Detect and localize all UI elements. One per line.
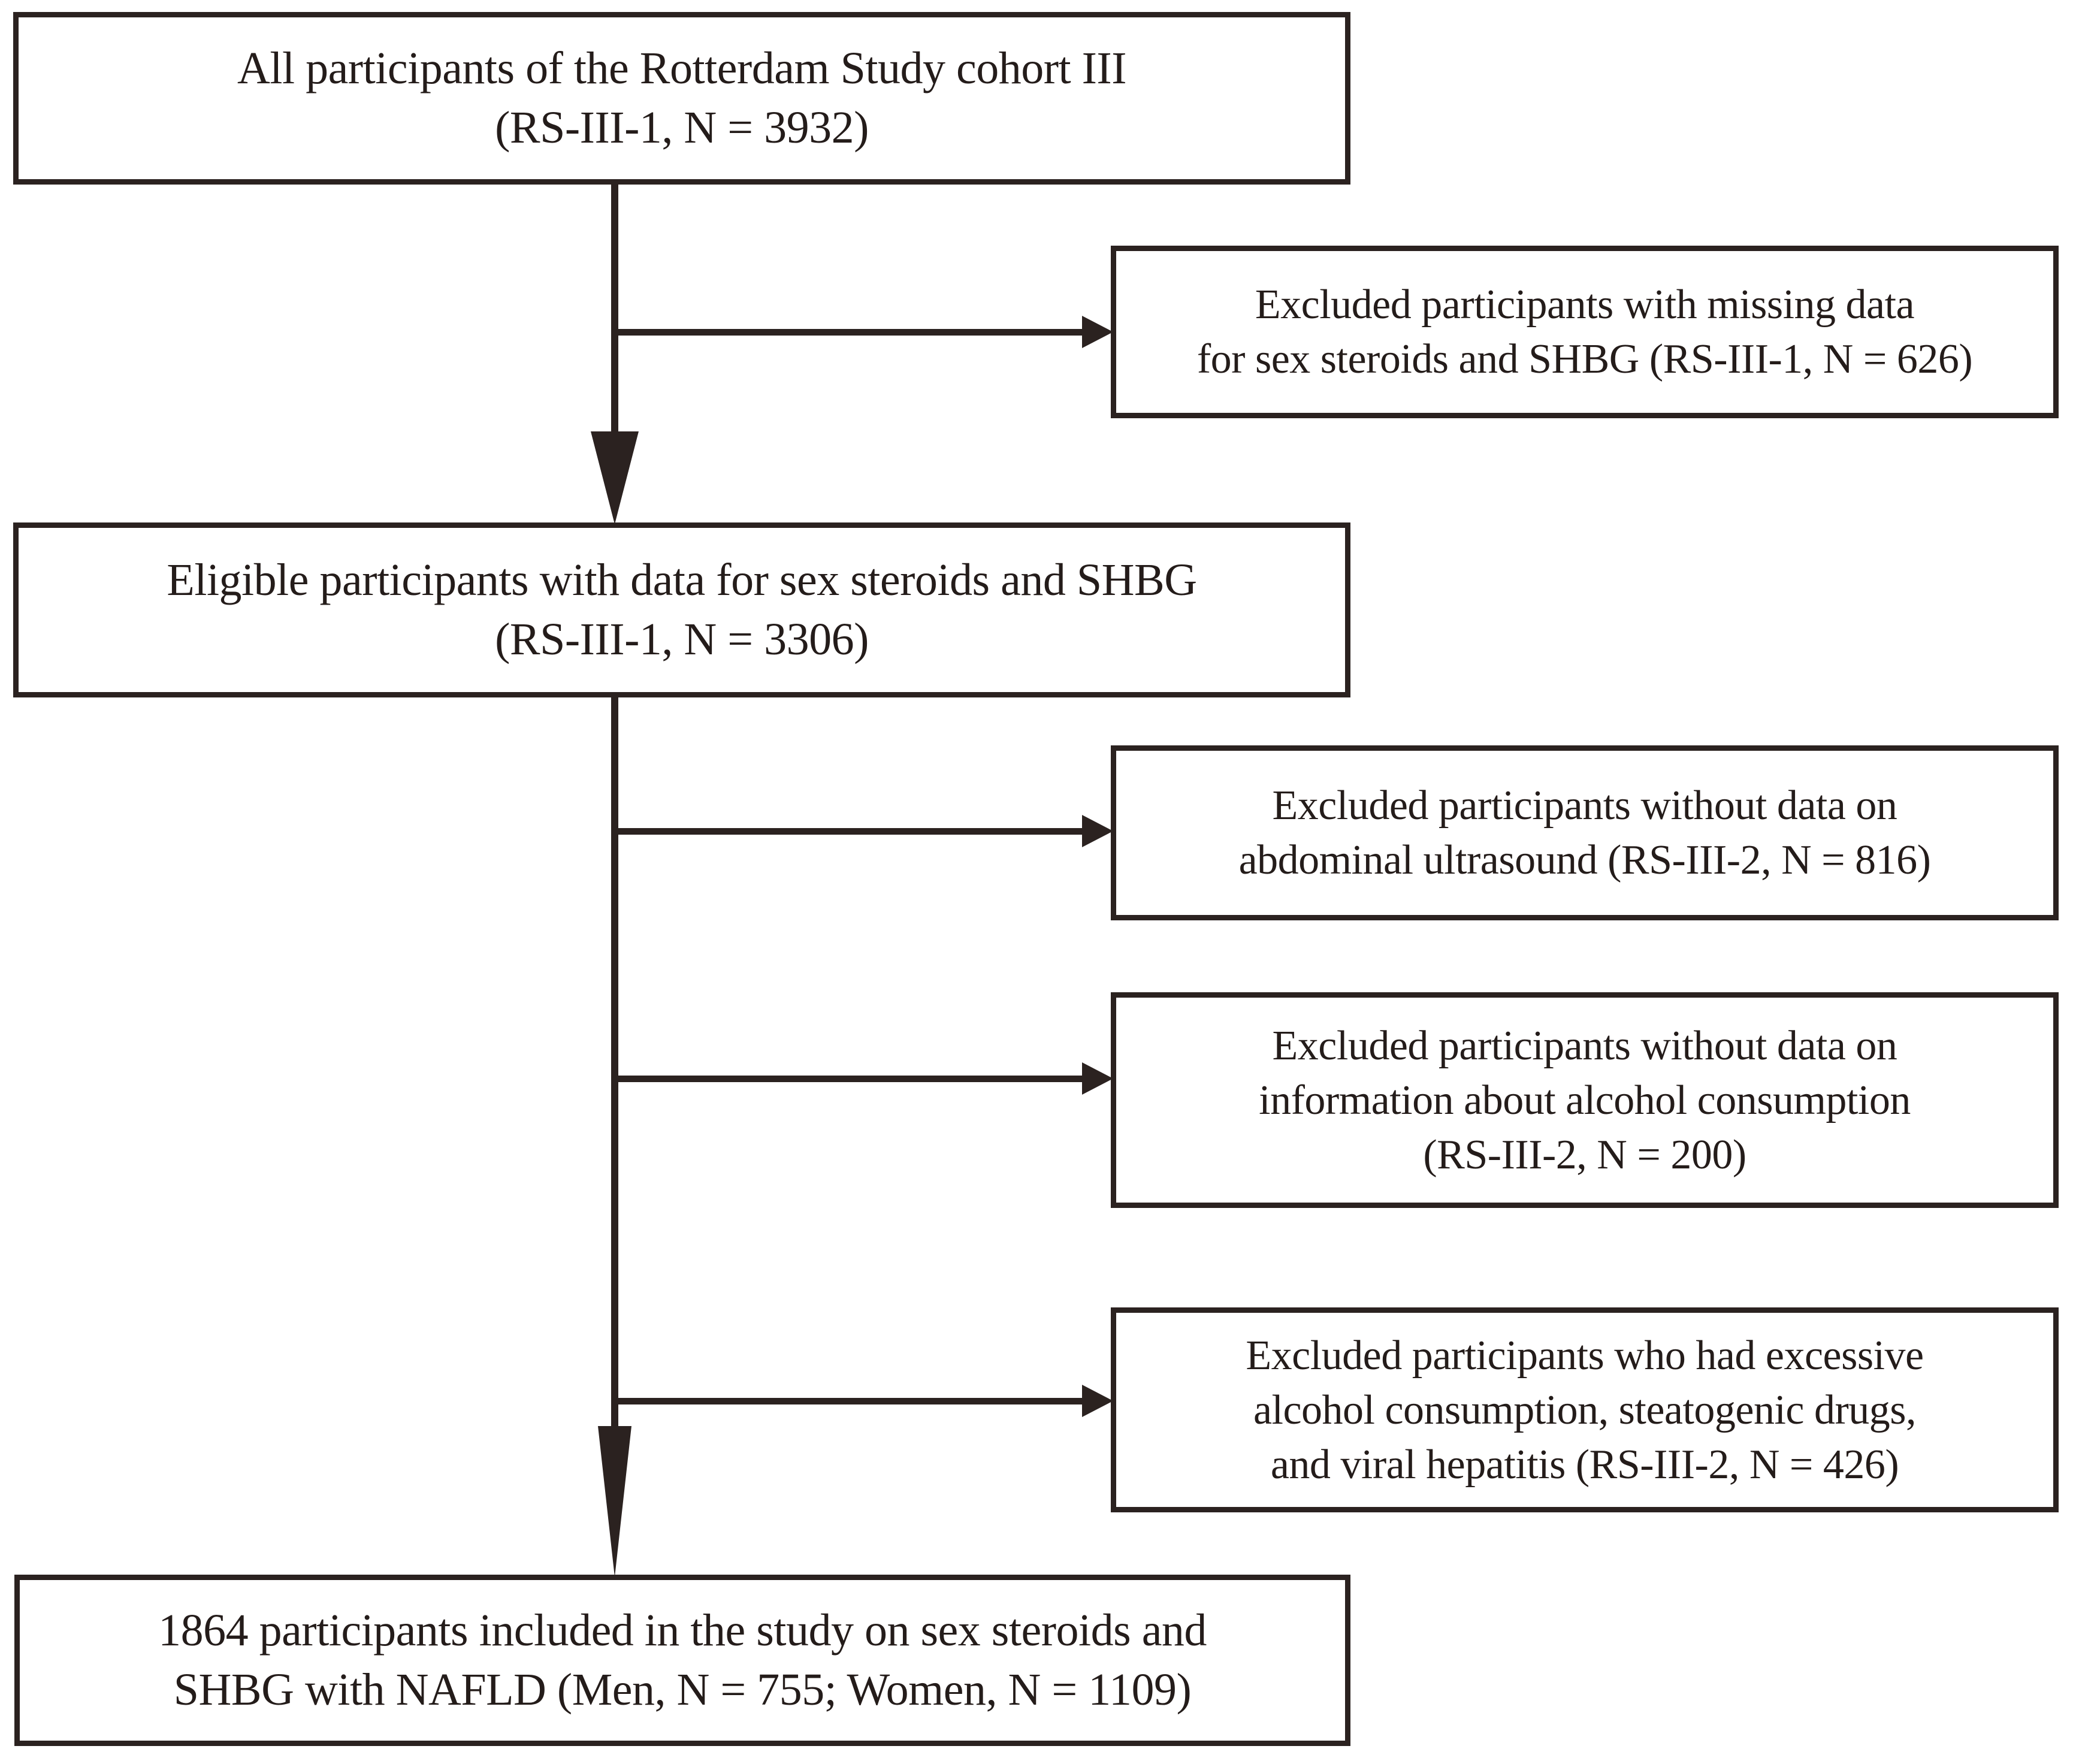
arrowhead-right-no-alcohol-info-icon [1082,1062,1113,1095]
node-excluded-no-abdominal-ultrasound: Excluded participants without data on ab… [1111,745,2059,920]
connector-vertical-all-to-eligible [611,185,618,433]
node-excluded-ultrasound-line-1: Excluded participants without data on [1272,783,1897,829]
arrowhead-right-missing-data-icon [1082,316,1113,348]
node-eligible-participants-line-2: (RS-III-1, N = 3306) [495,614,869,664]
arrowhead-down-to-included-icon [598,1426,631,1577]
connector-branch-no-ultrasound [611,828,1084,835]
node-excluded-missing-sex-steroids: Excluded participants with missing data … [1111,246,2059,418]
node-excluded-no-alcohol-information: Excluded participants without data on in… [1111,992,2059,1208]
node-all-participants-line-1: All participants of the Rotterdam Study … [237,43,1127,94]
node-excluded-alcoholinfo-line-1: Excluded participants without data on [1272,1022,1897,1069]
arrowhead-right-excessive-alcohol-icon [1082,1385,1113,1417]
arrowhead-down-to-eligible-icon [591,431,639,524]
node-all-participants-line-2: (RS-III-1, N = 3932) [495,102,869,153]
node-included-participants-line-1: 1864 participants included in the study … [158,1605,1207,1656]
node-excluded-excessive-line-3: and viral hepatitis (RS-III-2, N = 426) [1270,1441,1899,1488]
connector-branch-no-alcohol-info [611,1076,1084,1082]
node-excluded-alcoholinfo-line-2: information about alcohol consumption [1259,1077,1911,1123]
node-excluded-missing-line-1: Excluded participants with missing data [1255,282,1915,328]
node-excluded-excessive-alcohol-drugs-hepatitis: Excluded participants who had excessive … [1111,1307,2059,1512]
node-excluded-excessive-line-1: Excluded participants who had excessive [1246,1332,1924,1379]
node-included-participants-line-2: SHBG with NAFLD (Men, N = 755; Women, N … [173,1665,1192,1715]
node-excluded-alcoholinfo-line-3: (RS-III-2, N = 200) [1423,1131,1746,1178]
connector-vertical-eligible-to-included [611,697,618,1428]
node-eligible-participants: Eligible participants with data for sex … [13,522,1350,697]
connector-branch-missing-data [611,329,1084,336]
node-eligible-participants-line-1: Eligible participants with data for sex … [167,555,1197,606]
node-excluded-missing-line-2: for sex steroids and SHBG (RS-III-1, N =… [1196,336,1973,382]
node-included-participants: 1864 participants included in the study … [14,1575,1350,1746]
arrowhead-right-no-ultrasound-icon [1082,815,1113,847]
connector-branch-excessive-alcohol [611,1398,1084,1404]
node-excluded-ultrasound-line-2: abdominal ultrasound (RS-III-2, N = 816) [1238,837,1931,883]
node-excluded-excessive-line-2: alcohol consumption, steatogenic drugs, [1253,1387,1917,1433]
node-all-participants: All participants of the Rotterdam Study … [13,12,1350,185]
